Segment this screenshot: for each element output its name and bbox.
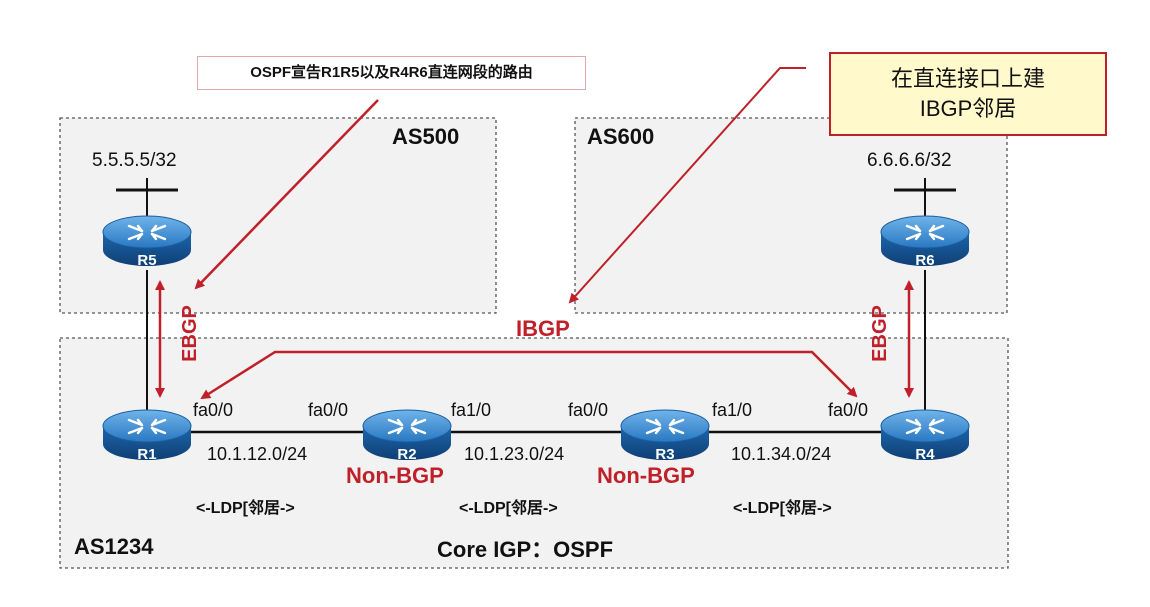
ldp-r1-r2: <-LDP[邻居-> bbox=[196, 500, 295, 517]
router-r6[interactable]: R6 bbox=[879, 214, 971, 269]
router-r4-label: R4 bbox=[915, 446, 935, 463]
router-r6-label: R6 bbox=[915, 252, 934, 269]
as1234-box bbox=[59, 337, 1009, 569]
router-r5[interactable]: R5 bbox=[101, 214, 193, 269]
r2-fa10-label: fa1/0 bbox=[451, 400, 492, 420]
as500-box bbox=[59, 117, 497, 314]
r4-fa00-label: fa0/0 bbox=[828, 400, 869, 420]
network-r3-r4: 10.1.34.0/24 bbox=[731, 444, 832, 464]
router-r5-label: R5 bbox=[137, 252, 156, 269]
r6-loopback-label: 6.6.6.6/32 bbox=[867, 150, 952, 171]
ibgp-note-pointer bbox=[568, 67, 806, 304]
r3-fa10-label: fa1/0 bbox=[712, 400, 753, 420]
router-r4[interactable]: R4 bbox=[879, 408, 971, 463]
ldp-r3-r4: <-LDP[邻居-> bbox=[733, 500, 832, 517]
ibgp-arrow bbox=[200, 350, 858, 400]
as500-label: AS500 bbox=[392, 124, 460, 149]
network-r1-r2: 10.1.12.0/24 bbox=[207, 444, 308, 464]
router-r2-label: R2 bbox=[397, 446, 416, 463]
r3-role-label: Non-BGP bbox=[597, 463, 695, 488]
ospf-note-pointer bbox=[194, 99, 379, 290]
as600-label: AS600 bbox=[587, 124, 655, 149]
ebgp-label-left: EBGP bbox=[178, 305, 201, 362]
ospf-note: OSPF宣告R1R5以及R4R6直连网段的路由 bbox=[197, 56, 586, 90]
router-r3[interactable]: R3 bbox=[619, 408, 711, 463]
router-r1[interactable]: R1 bbox=[101, 408, 193, 463]
router-r2[interactable]: R2 bbox=[361, 408, 453, 463]
ebgp-label-right: EBGP bbox=[868, 305, 891, 362]
router-r3-label: R3 bbox=[655, 446, 674, 463]
ldp-r2-r3: <-LDP[邻居-> bbox=[459, 500, 558, 517]
ibgp-note-line1: 在直连接口上建 bbox=[890, 66, 1045, 91]
ibgp-note-line2: IBGP邻居 bbox=[919, 96, 1017, 121]
r2-role-label: Non-BGP bbox=[346, 463, 444, 488]
router-r1-label: R1 bbox=[137, 446, 156, 463]
r5-loopback-label: 5.5.5.5/32 bbox=[92, 150, 177, 171]
ibgp-note: 在直连接口上建 IBGP邻居 bbox=[829, 52, 1107, 136]
as1234-label: AS1234 bbox=[74, 534, 154, 559]
r3-fa00-label: fa0/0 bbox=[568, 400, 609, 420]
core-igp-label: Core IGP：OSPF bbox=[437, 537, 614, 562]
r2-fa00-label: fa0/0 bbox=[308, 400, 349, 420]
ibgp-label: IBGP bbox=[516, 316, 570, 341]
network-r2-r3: 10.1.23.0/24 bbox=[464, 444, 565, 464]
r1-fa00-label: fa0/0 bbox=[193, 400, 234, 420]
